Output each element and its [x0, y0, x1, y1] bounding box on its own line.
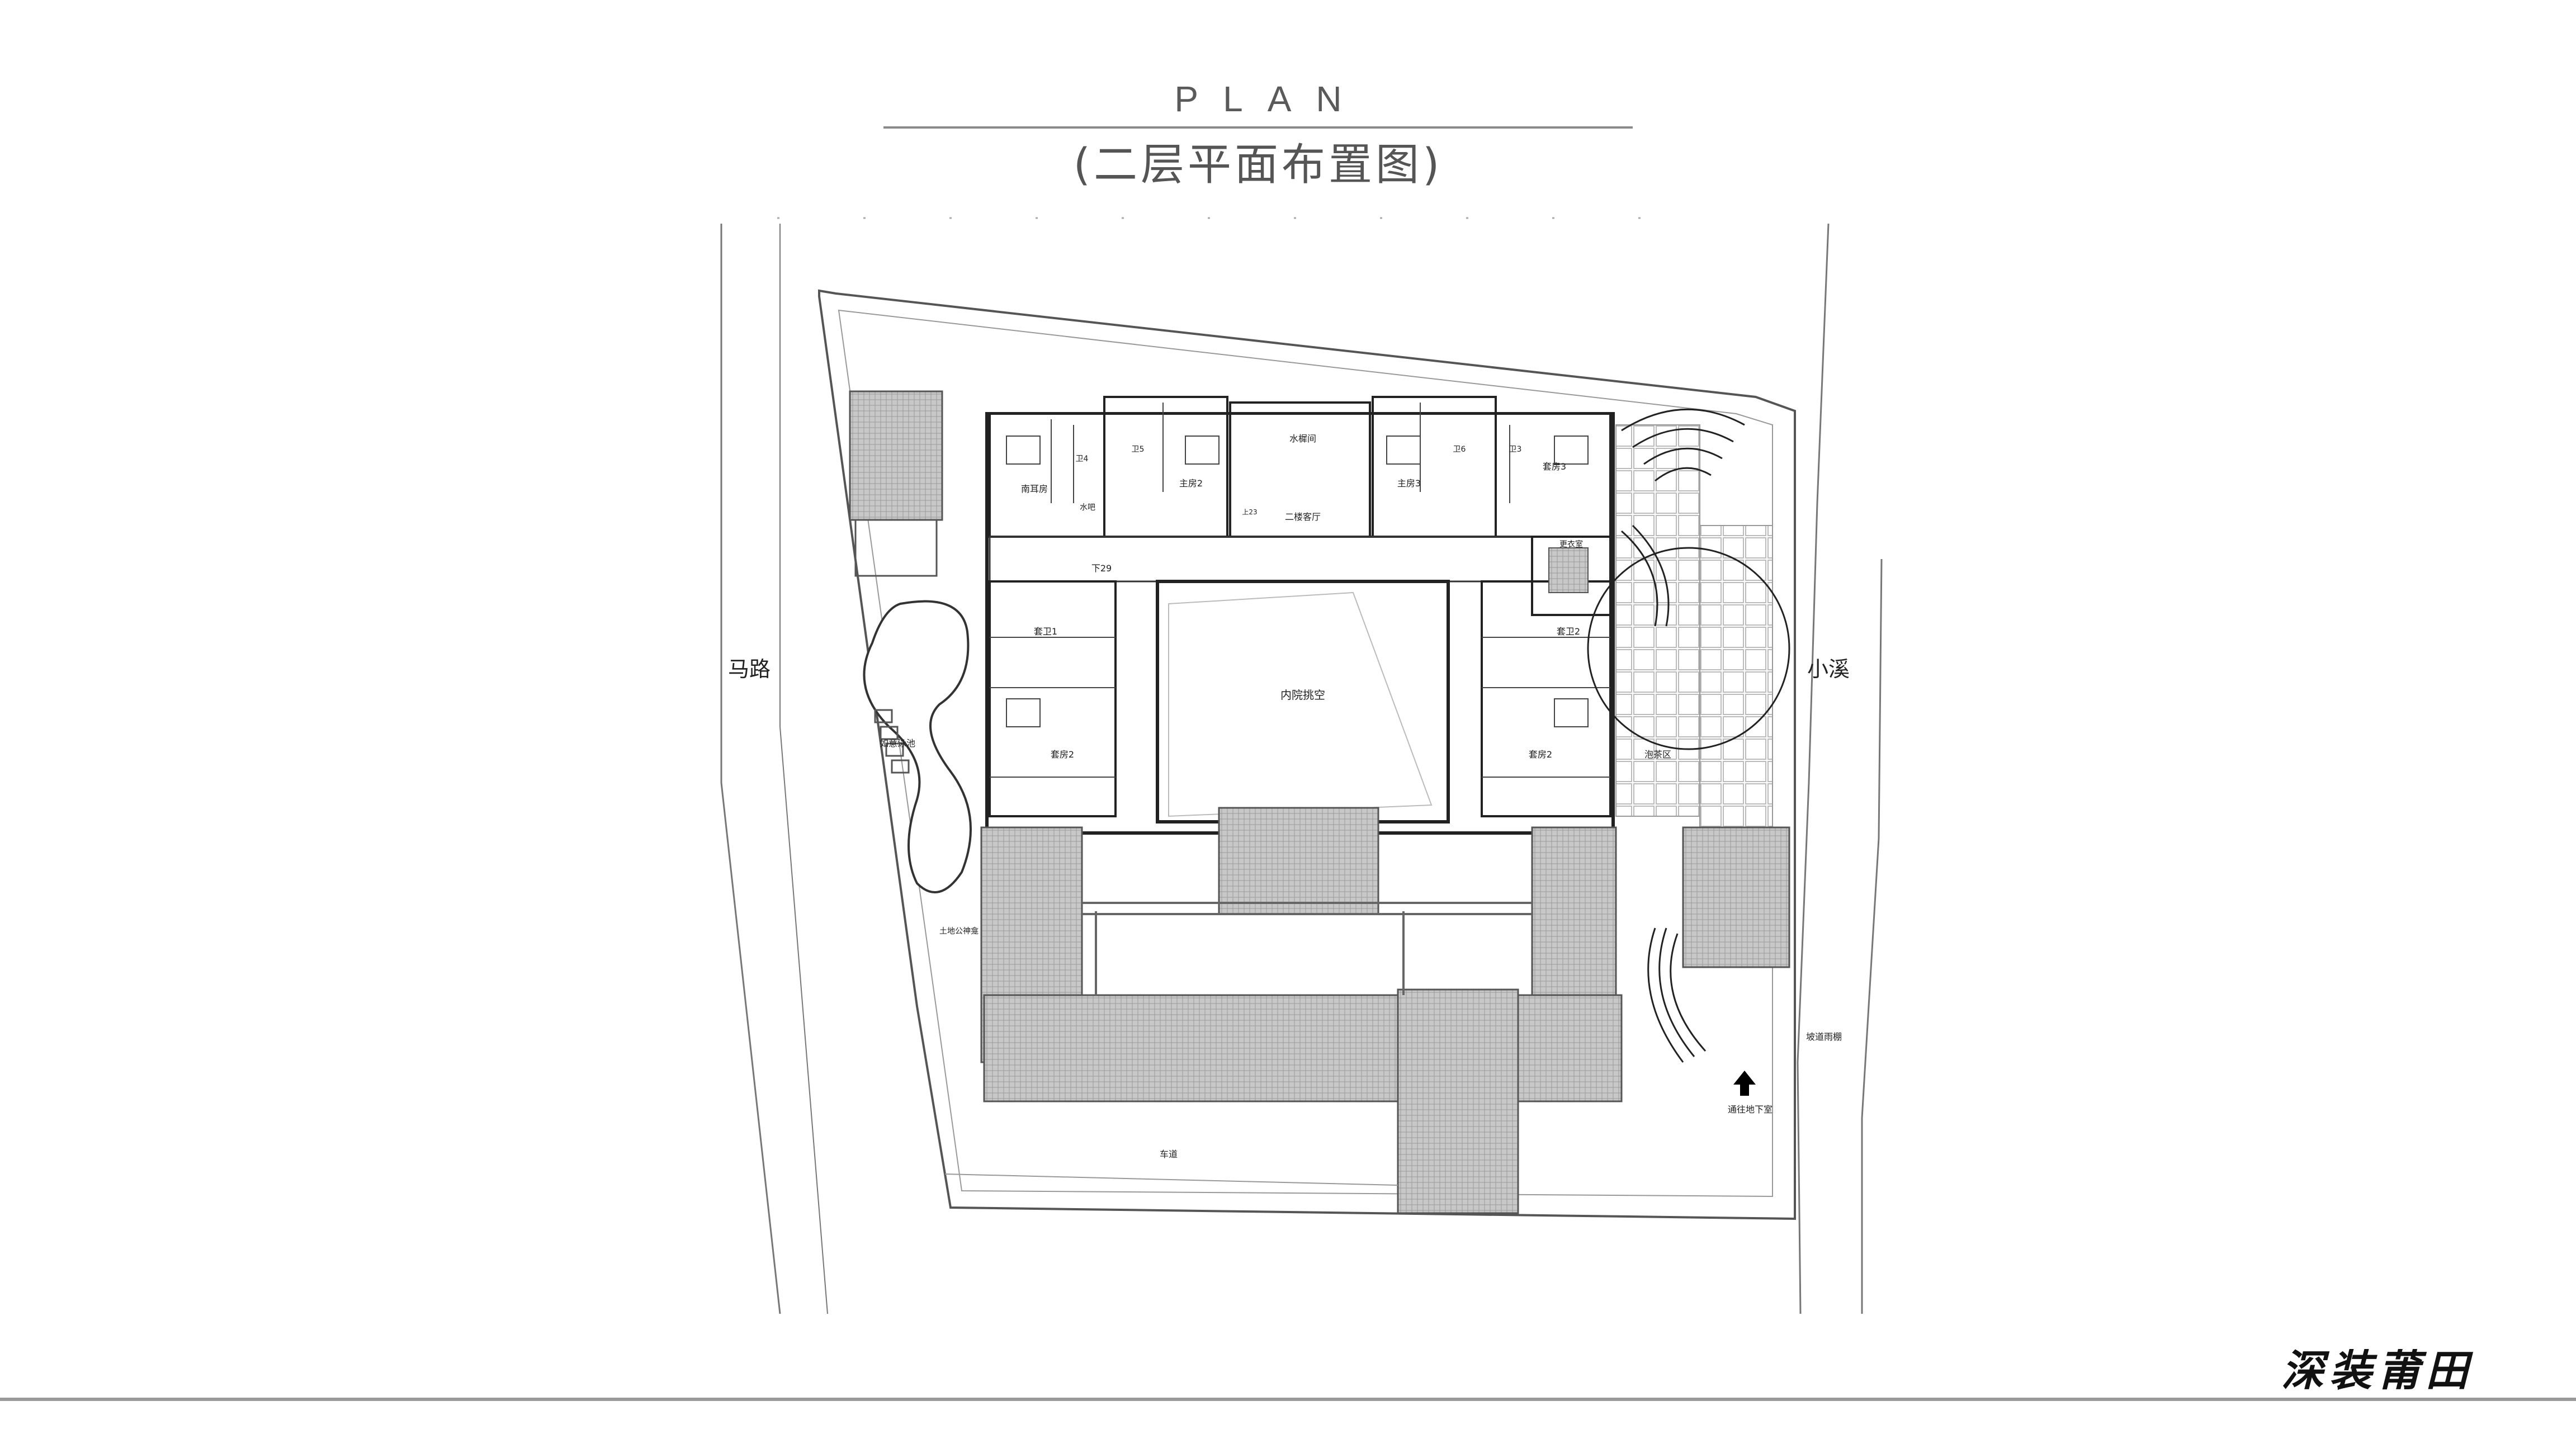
center-pavilion-roof: [1218, 807, 1379, 915]
left-wing: [989, 580, 1117, 817]
plan-subtitle: (二层平面布置图): [1073, 140, 1443, 190]
bar-label: 水吧: [1080, 503, 1095, 512]
water-room-label: 水樨间: [1289, 433, 1316, 444]
stream-edge-left: [1797, 223, 1830, 1314]
master-3-label: 主房3: [1397, 478, 1421, 489]
interior-walls: [990, 403, 1610, 778]
basement-access-label: 通往地下室: [1728, 1104, 1773, 1115]
driveway-line: [944, 1173, 1398, 1186]
courtyard-void: [1156, 580, 1450, 823]
changing-room: [1531, 536, 1611, 616]
bath-6-label: 卫6: [1453, 445, 1466, 454]
road-edge-left: [720, 224, 781, 1314]
front-hall-roof: [983, 994, 1623, 1102]
road-label: 马路: [728, 657, 771, 681]
gate-roof: [1397, 988, 1519, 1214]
right-paving: [1615, 424, 1700, 817]
bath-4-label: 卫4: [1076, 455, 1089, 463]
basement-arrow-icon: [1733, 1071, 1756, 1096]
right-paving-2: [1699, 525, 1773, 839]
stream-label: 小溪: [1807, 657, 1850, 681]
landscape-arcs: [1621, 408, 1745, 1063]
title-divider: [883, 126, 1633, 129]
suite-3-label: 套房3: [1543, 461, 1566, 472]
suite-2-right-label: 套房2: [1529, 749, 1552, 760]
plan-title: PLAN: [883, 78, 1633, 120]
living-room-label: 二楼客厅: [1285, 512, 1321, 522]
suite-2-left-label: 套房2: [1051, 749, 1074, 760]
changing-room-label: 更衣室: [1559, 539, 1583, 549]
right-wing: [1481, 580, 1611, 817]
bath-5-label: 卫5: [1132, 445, 1145, 454]
ramp-canopy-label: 坡道雨棚: [1806, 1031, 1842, 1042]
footer-divider: [0, 1398, 2576, 1401]
master-2-label: 主房2: [1179, 478, 1203, 489]
south-ear-room-label: 南耳房: [1021, 484, 1048, 494]
left-outbuilding-base: [854, 519, 938, 577]
site-boundary: [818, 289, 1796, 1220]
bath-3-label: 卫3: [1509, 445, 1522, 454]
driveway-label: 车道: [1160, 1149, 1178, 1159]
tea-area-label: 泡茶区: [1644, 749, 1671, 760]
road-edge-inner: [779, 224, 828, 1314]
suite-bath-2-label: 套卫2: [1557, 626, 1580, 637]
stream-edge-right: [1861, 559, 1883, 1314]
connecting-beams: [1082, 902, 1532, 995]
pool-loungers: [874, 709, 910, 774]
suite-bath-1-label: 套卫1: [1034, 626, 1057, 637]
left-outbuilding-roof: [849, 390, 943, 521]
courtyard-label: 内院挑空: [1280, 688, 1325, 702]
right-outbuilding-roof: [1682, 826, 1790, 968]
stair-down-label: 下29: [1091, 563, 1112, 574]
shrine-label: 土地公神龛: [939, 927, 979, 936]
lounge-circle: [1587, 547, 1790, 750]
plan-heading: PLAN: [1174, 79, 1367, 119]
pool-label: 如意泳池: [880, 738, 915, 749]
brand-signature: 深装莆田: [2281, 1346, 2474, 1395]
pool-outline: [863, 600, 972, 893]
stair-up-label: 上23: [1242, 508, 1257, 516]
